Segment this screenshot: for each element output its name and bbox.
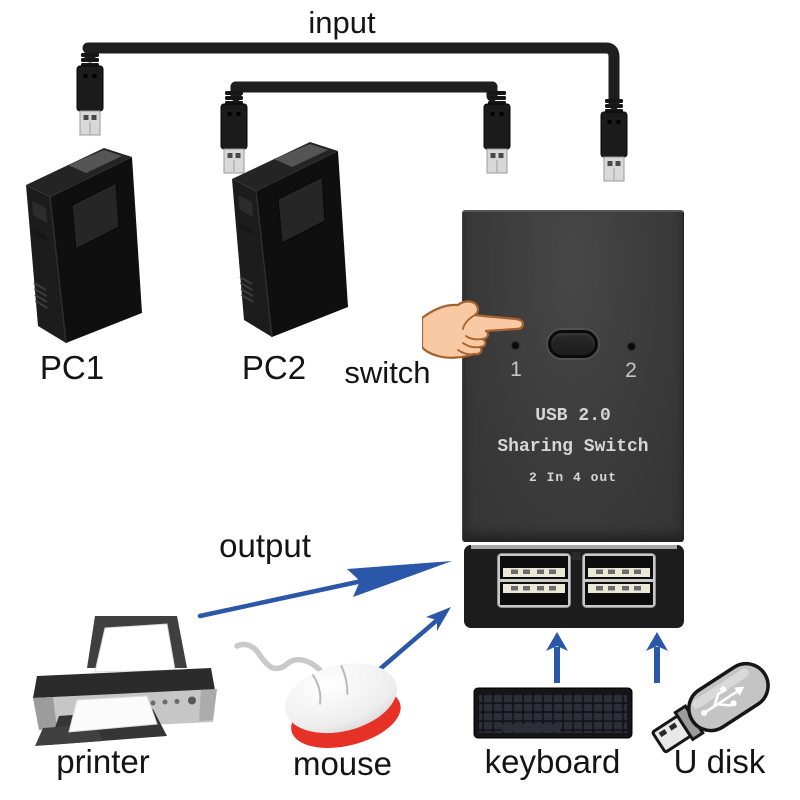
mouse-label: mouse xyxy=(292,745,393,782)
keyboard-arrow-icon xyxy=(546,632,568,683)
pointing-hand-icon xyxy=(422,300,525,359)
port-2-label: 2 xyxy=(625,359,637,382)
mouse-icon xyxy=(234,641,401,749)
usb-plug-pc1-icon xyxy=(76,53,104,136)
box-title-line3: 2 In 4 out xyxy=(528,470,617,485)
usb-plug-switch-right-icon xyxy=(600,99,628,182)
pc2-label: PC2 xyxy=(241,349,307,386)
switch-label: switch xyxy=(344,355,431,390)
printer-icon xyxy=(33,616,217,746)
pc1-label: PC1 xyxy=(39,349,105,386)
output-arrow-icon xyxy=(197,561,452,619)
output-label: output xyxy=(219,527,311,564)
led-indicator-1 xyxy=(512,342,519,349)
led-indicator-2 xyxy=(628,343,635,350)
usb-flash-drive-icon xyxy=(651,661,770,754)
input-cable-1 xyxy=(82,42,620,110)
mouse-arrow-icon xyxy=(377,607,451,672)
box-title-line1: USB 2.0 xyxy=(535,406,611,426)
usb-plug-switch-left-icon xyxy=(483,91,511,174)
selector-button xyxy=(548,330,598,358)
switch-box: 1 2 USB 2.0 Sharing Switch 2 In 4 out xyxy=(462,210,684,542)
box-title-line2: Sharing Switch xyxy=(497,437,649,457)
keyboard-icon xyxy=(473,687,633,739)
pc1-tower-icon xyxy=(25,147,143,344)
pc2-tower-icon xyxy=(231,141,349,338)
input-cable-2 xyxy=(230,81,498,102)
udisk-arrow-icon xyxy=(646,632,668,683)
keyboard-label: keyboard xyxy=(484,743,621,780)
port-1-label: 1 xyxy=(510,358,522,381)
udisk-label: U disk xyxy=(673,743,766,780)
input-label: input xyxy=(308,5,376,40)
usb-port-icon xyxy=(464,545,684,628)
printer-label: printer xyxy=(56,743,150,780)
usb-plug-pc2-icon xyxy=(220,91,248,174)
